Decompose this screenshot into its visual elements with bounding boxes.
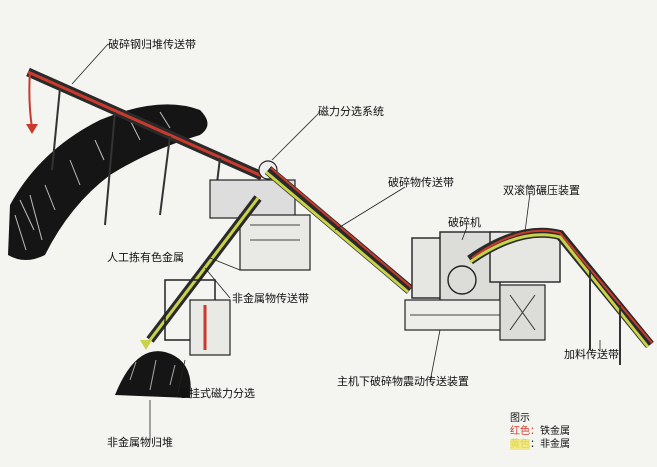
label-stockpile-conveyor: 破碎钢归堆传送带 (108, 38, 196, 51)
label-suspended-magnet: 悬挂式磁力分选 (178, 387, 255, 400)
label-vibrating-conveyor: 主机下破碎物震动传送装置 (337, 375, 469, 388)
label-magnetic-separation: 磁力分选系统 (318, 105, 384, 118)
steel-stockpile (8, 104, 208, 260)
legend-yellow-text: 非金属 (540, 439, 570, 450)
label-feed-conveyor: 加料传送带 (564, 348, 619, 361)
stockpile-scrap-lines (14, 111, 171, 251)
legend-red-row: 红色：铁金属 (510, 426, 570, 437)
label-crushed-conveyor: 破碎物传送带 (388, 176, 454, 189)
nonferrous-pile-lines (129, 359, 176, 391)
legend-red-text: 铁金属 (540, 426, 570, 437)
legend-title: 图示 (510, 413, 530, 424)
label-manual-sorting: 人工拣有色金属 (107, 251, 184, 264)
twin-roller-unit (489, 231, 561, 341)
suspended-magnet-frame (140, 279, 231, 356)
label-twin-roller: 双滚筒碾压装置 (503, 184, 580, 197)
legend-yellow-label: 黄色 (510, 439, 530, 450)
legend-yellow-row: 黄色：非金属 (510, 439, 570, 450)
label-crusher: 破碎机 (448, 216, 481, 229)
crushed-conveyor (264, 166, 414, 294)
leader-lines (71, 43, 601, 440)
label-nonferrous-conveyor: 非金属物传送带 (232, 292, 309, 305)
feed-conveyor (467, 227, 654, 365)
legend: 图示 红色：铁金属 黄色：非金属 (510, 412, 570, 451)
label-nonferrous-pile: 非金属物归堆 (107, 436, 173, 449)
legend-red-label: 红色 (510, 426, 530, 437)
nonferrous-conveyor (146, 195, 262, 343)
